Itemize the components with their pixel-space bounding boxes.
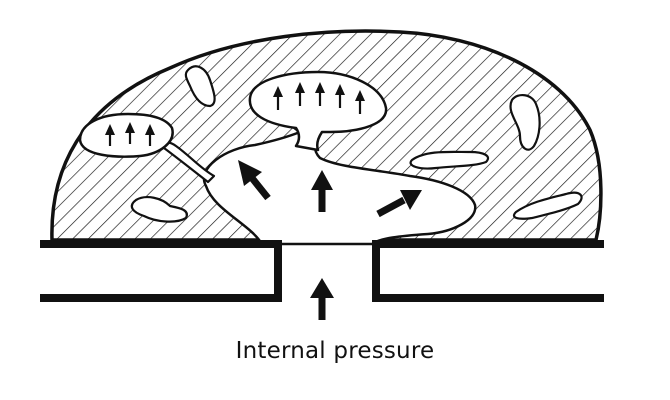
void-bottom-left bbox=[130, 196, 188, 223]
arrow-up-icon bbox=[145, 124, 155, 146]
void-right-middle bbox=[409, 150, 490, 170]
base-plate-right bbox=[372, 240, 604, 302]
left-cavity bbox=[78, 112, 174, 158]
base-plate-left bbox=[40, 240, 282, 302]
central-cavity-arrows bbox=[238, 160, 422, 218]
arrow-up-icon bbox=[273, 86, 283, 110]
arrow-up-left-icon bbox=[238, 160, 271, 201]
arrow-up-icon bbox=[355, 90, 365, 114]
left-cavity-arrows bbox=[105, 122, 155, 146]
upper-cavity bbox=[248, 70, 388, 152]
arrow-up-icon bbox=[335, 84, 345, 108]
arrow-up-icon bbox=[295, 82, 305, 106]
arrow-up-right-icon bbox=[376, 190, 422, 218]
arrow-up-icon bbox=[125, 122, 135, 144]
upper-cavity-arrows bbox=[273, 82, 365, 114]
inlet-arrow-up-icon bbox=[310, 278, 334, 320]
caption-internal-pressure: Internal pressure bbox=[235, 338, 435, 364]
arrow-up-icon bbox=[311, 170, 333, 212]
void-right-bottom bbox=[512, 191, 583, 220]
arrow-up-icon bbox=[315, 82, 325, 106]
arrow-up-icon bbox=[105, 124, 115, 146]
void-right-top bbox=[509, 94, 541, 151]
void-top-left bbox=[184, 65, 216, 108]
